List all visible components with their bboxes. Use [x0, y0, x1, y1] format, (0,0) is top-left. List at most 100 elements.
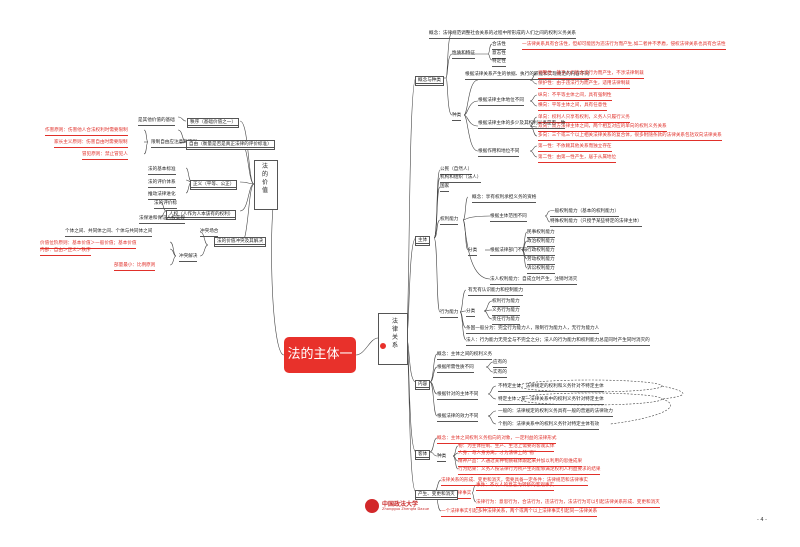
right-node-26[interactable]: 一般权利能力（基本的权利能力）	[550, 209, 619, 214]
right-node-57[interactable]: 概念：主体之间权利义务指向的对象，一定利益的法律形式	[437, 436, 557, 441]
right-underline-22	[440, 182, 481, 183]
right-node-60[interactable]: 精神产品：人通过某种物质载体跟起来并加以利用的思维成果	[458, 459, 583, 464]
right-underline-5	[452, 58, 475, 59]
left-node-0[interactable]: 是其他价值的基础	[138, 118, 175, 123]
right-node-29[interactable]: 权利能力	[440, 217, 459, 222]
left-node-2[interactable]: 作害原则：伤害他人合法权利时需要限制	[45, 128, 128, 133]
right-node-42[interactable]: 分类	[466, 309, 476, 314]
right-node-37[interactable]: 法人权利能力：自成立时产生，注销时消灭	[490, 277, 578, 282]
left-node-16[interactable]: 法的价值冲突及其解决	[214, 237, 266, 247]
left-node-10[interactable]: 正义（平等、公正）	[190, 180, 238, 190]
right-node-39[interactable]: 权利行为能力	[492, 299, 520, 304]
right-node-36[interactable]: 分类	[468, 248, 478, 253]
right-node-51[interactable]: 不特定主体：法律规定的权利和义务针对不特定主体	[498, 384, 604, 389]
right-node-47[interactable]: 应有的	[493, 360, 507, 365]
right-node-34[interactable]: 诉讼权利能力	[527, 266, 555, 271]
right-node-35[interactable]: 根据法律部门不同	[490, 248, 527, 253]
left-node-11[interactable]: 法的评价标	[154, 201, 177, 206]
right-underline-56	[437, 421, 478, 422]
right-node-40[interactable]: 义务行为能力	[492, 308, 520, 313]
right-node-7[interactable]: 根据法律关系产生的依据、执行的职能和实现规范的内容不同	[465, 72, 590, 77]
right-node-17[interactable]: 根据法律主体的多少及其权利义务是否一致	[478, 121, 566, 126]
right-node-11[interactable]: 纵向：不平等主体之间，具有强制性	[538, 93, 612, 98]
right-node-12[interactable]: 横向：平等主体之间，具有任意性	[538, 103, 607, 108]
right-node-28[interactable]: 根据主体范围不同	[490, 214, 527, 219]
right-node-23[interactable]: 国家	[440, 184, 450, 189]
right-node-25[interactable]: 概念：享有权利承担义务的资格	[472, 195, 537, 200]
right-node-2[interactable]: 一法律关系具有合法性，但却可能因为违法行为而产生,如二者并不矛盾，侵权法律关系也…	[522, 42, 726, 47]
right-node-30[interactable]: 民事权利能力	[527, 230, 555, 235]
left-node-5[interactable]: 限制自由应注意的原则	[151, 140, 197, 145]
law-value-node[interactable]	[254, 160, 278, 210]
left-node-18[interactable]: 内部：自由＞正义＞秩序	[40, 248, 91, 253]
right-node-13[interactable]: 种类	[452, 113, 462, 118]
right-node-20[interactable]: 根据作用和地位不同	[478, 149, 520, 154]
left-node-6[interactable]: 自由（衡量是否是真正法律的评价标准）	[186, 140, 275, 150]
left-node-3[interactable]: 家长主义原则：伤害自由时需要限制	[54, 140, 128, 145]
right-node-55[interactable]: 个别的：法律关系中的权利义务针对特定主体有效	[498, 422, 600, 427]
right-node-64[interactable]: 法律关系的形成、变更和消灭，需要具备一定条件：法律规范和法律事实	[441, 478, 589, 483]
left-node-9[interactable]: 推动法律进化	[148, 192, 176, 197]
right-node-4[interactable]: 特定性	[492, 59, 506, 64]
right-node-19[interactable]: 第二性：由第一性产生，居于从属地位	[538, 155, 617, 160]
right-node-31[interactable]: 政治权利能力	[527, 239, 555, 244]
right-node-53[interactable]: 根据针对的主体不同	[437, 392, 479, 397]
central-topic[interactable]: 法的主体一	[284, 337, 356, 373]
left-node-12[interactable]: 人权（人作为人本该有的权利）	[166, 210, 237, 220]
right-node-61[interactable]: 行为结果：义务人按法律行为所产生的能够满足权利人利益要求的结果	[458, 467, 601, 472]
left-node-8[interactable]: 法的评价体系	[148, 180, 176, 185]
right-node-8[interactable]: 调整性：基于人们的合法行为而产生，不涉法律制裁	[538, 71, 644, 76]
left-node-4[interactable]: 冒犯原则：禁止冒犯人	[82, 152, 128, 157]
left-underline-12	[166, 217, 236, 218]
right-node-56[interactable]: 根据法律的效力不同	[437, 414, 479, 419]
right-node-49[interactable]: 根据所需性质不同	[437, 365, 474, 370]
right-node-48[interactable]: 实有的	[493, 370, 507, 375]
right-node-52[interactable]: 特定主体：某一法律关系中的权利义务针对特定主体	[498, 397, 604, 402]
right-node-22[interactable]: 机构和组织（法人）	[440, 175, 482, 180]
right-node-3[interactable]: 意志性	[492, 51, 506, 56]
right-node-68[interactable]: 一个法律事实引起多种法律关系，两个或两个以上法律事实引起同一法律关系	[441, 509, 598, 514]
right-node-10[interactable]: 根据法律主体地位不同	[478, 98, 524, 103]
right-node-27[interactable]: 特殊权利能力（只授予某些特定的法律主体）	[550, 219, 642, 224]
collapse-dot-icon[interactable]	[380, 343, 386, 349]
right-node-15[interactable]: 双向：双方法律主体之间，两个相互对应的单向的权利义务关系	[538, 124, 667, 129]
right-node-45[interactable]: 法人：行为能力无完全与不完全之分；法人的行为能力和权利能力总是同时产生同时消灭的	[466, 338, 650, 343]
right-node-5[interactable]: 性质和特征	[452, 51, 475, 56]
left-node-19[interactable]: 冲突解决	[179, 254, 198, 259]
right-node-63[interactable]: 客体	[415, 450, 431, 460]
right-node-0[interactable]: 概念：法律规范调整社会关系的过程中所形成的人们之间的权利义务关系	[429, 31, 577, 36]
right-node-58[interactable]: 物：为主体控制、生产、生活上需要的客观实体	[458, 444, 555, 449]
right-node-67[interactable]: 法律行为：意思行为，合法行为，违法行为，法法行为可以引起法律关系形成、变更和消灭	[476, 500, 660, 505]
right-node-21[interactable]: 公民（自然人）	[440, 167, 473, 172]
right-node-69[interactable]: 产生、变更和消灭	[415, 490, 458, 500]
right-node-1[interactable]: 合法性	[492, 42, 506, 47]
right-node-66[interactable]: 法律事实	[453, 491, 472, 496]
right-node-33[interactable]: 劳动权利能力	[527, 257, 555, 262]
right-node-50[interactable]: 内容	[415, 380, 431, 390]
right-node-9[interactable]: 保护性：由于违法行为而产生，适用法律制裁	[538, 81, 630, 86]
right-node-16[interactable]: 多向：三个或三个以上相关法律关系的复合体，很多附随条款的法律关系包括双向法律关系	[538, 133, 722, 138]
law-relation-node[interactable]	[378, 313, 408, 365]
right-node-43[interactable]: 行为能力	[440, 310, 459, 315]
right-node-65[interactable]: 事件：不以人的意志为转移的客观事实	[476, 483, 555, 488]
right-node-59[interactable]: 人身：与人身分离，才为法律上的“物”	[458, 451, 537, 456]
right-node-14[interactable]: 单向：权利人只享有权利，义务人只履行义务	[538, 115, 630, 120]
left-node-7[interactable]: 法的基本标准	[148, 167, 176, 172]
left-node-14[interactable]: 个体之间、共同体之间、个体与共同体之间	[65, 229, 153, 234]
left-node-15[interactable]: 冲突场合	[200, 229, 219, 234]
right-node-62[interactable]: 种类	[437, 454, 447, 459]
right-node-46[interactable]: 概念：主体之间的权利义务	[437, 352, 493, 357]
right-underline-32	[527, 255, 555, 256]
left-node-17[interactable]: 价值位阶原则：基本价值＞一般价值；基本价值	[40, 241, 137, 246]
right-node-41[interactable]: 责任行为能力	[492, 317, 520, 322]
left-node-1[interactable]: 秩序（基础价值之一）	[187, 118, 239, 128]
right-node-24[interactable]: 主体	[415, 236, 431, 246]
right-node-44[interactable]: 条国一般分为：完全行为能力人，限制行为能力人，无行为能力人	[466, 326, 600, 331]
right-node-38[interactable]: 有无有认识能力和控制能力	[468, 288, 524, 293]
right-node-54[interactable]: 一般的：法律规定的权利义务具有一般的普遍的法律效力	[498, 409, 613, 414]
right-node-6[interactable]: 概念与种类	[415, 76, 444, 86]
left-node-20[interactable]: 部量最小：比例原则	[114, 263, 156, 268]
right-node-32[interactable]: 行政权利能力	[527, 248, 555, 253]
right-node-18[interactable]: 第一性：不依赖其他关系而独立存在	[538, 144, 612, 149]
left-node-13[interactable]: 法保进和保证人权实现	[139, 216, 185, 221]
